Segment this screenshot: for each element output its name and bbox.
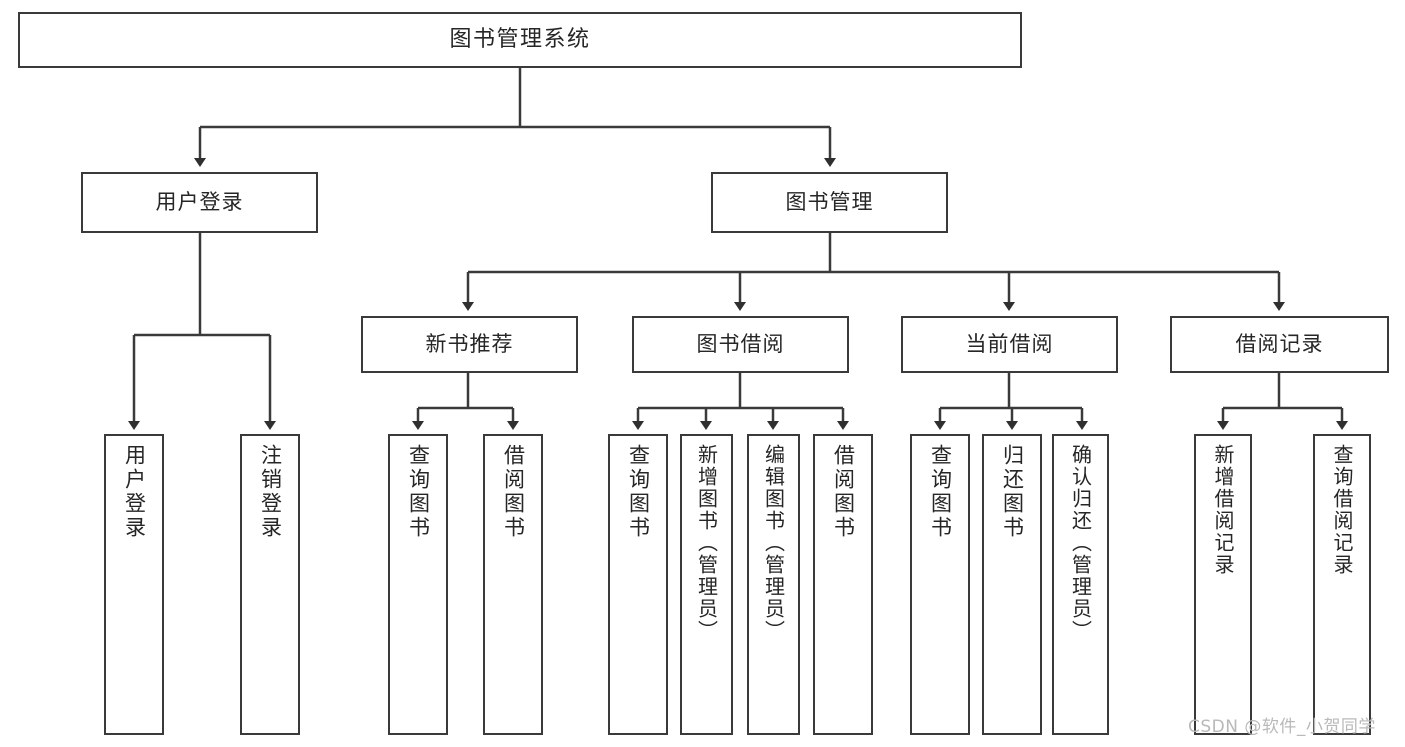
node-leaf-borrow-book[interactable]: 借阅图书: [813, 434, 873, 735]
node-label: 新增图书（管理员）: [694, 444, 719, 642]
node-leaf-query-book-borrow[interactable]: 查询图书: [608, 434, 668, 735]
node-label: 查询图书: [626, 444, 651, 540]
node-label: 用户登录: [155, 190, 244, 215]
node-leaf-edit-book-admin[interactable]: 编辑图书（管理员）: [747, 434, 800, 735]
node-leaf-borrow-book-recommend[interactable]: 借阅图书: [483, 434, 543, 735]
node-label: 图书管理系统: [449, 27, 591, 53]
node-label: 查询借阅记录: [1330, 444, 1354, 576]
node-leaf-query-borrow-record[interactable]: 查询借阅记录: [1313, 434, 1371, 735]
node-label: 查询图书: [928, 444, 953, 540]
node-label: 归还图书: [1000, 444, 1025, 540]
node-label: 查询图书: [406, 444, 431, 540]
node-label: 确认归还（管理员）: [1068, 444, 1093, 642]
node-label: 图书管理: [785, 190, 874, 215]
node-label: 编辑图书（管理员）: [761, 444, 786, 642]
node-root-system[interactable]: 图书管理系统: [18, 12, 1022, 68]
node-label: 借阅记录: [1235, 332, 1324, 357]
node-label: 新增借阅记录: [1211, 444, 1235, 576]
node-leaf-return-book[interactable]: 归还图书: [982, 434, 1042, 735]
node-label: 借阅图书: [831, 444, 856, 540]
watermark: CSDN @软件_小贺同学: [1188, 717, 1376, 737]
node-user-login[interactable]: 用户登录: [81, 172, 318, 233]
node-leaf-confirm-return-admin[interactable]: 确认归还（管理员）: [1052, 434, 1109, 735]
node-label: 借阅图书: [501, 444, 526, 540]
node-label: 用户登录: [122, 444, 147, 540]
node-leaf-add-book-admin[interactable]: 新增图书（管理员）: [680, 434, 733, 735]
node-leaf-user-login[interactable]: 用户登录: [104, 434, 164, 735]
node-label: 新书推荐: [425, 332, 514, 357]
node-book-borrow[interactable]: 图书借阅: [632, 316, 849, 373]
node-book-management[interactable]: 图书管理: [711, 172, 948, 233]
node-leaf-query-book-recommend[interactable]: 查询图书: [388, 434, 448, 735]
node-leaf-logout[interactable]: 注销登录: [240, 434, 300, 735]
node-borrow-record[interactable]: 借阅记录: [1170, 316, 1389, 373]
node-leaf-add-borrow-record[interactable]: 新增借阅记录: [1194, 434, 1252, 735]
node-leaf-query-book-current[interactable]: 查询图书: [910, 434, 970, 735]
node-label: 注销登录: [258, 444, 283, 540]
node-label: 图书借阅: [696, 332, 785, 357]
node-new-book-recommend[interactable]: 新书推荐: [361, 316, 578, 373]
node-current-borrow[interactable]: 当前借阅: [901, 316, 1118, 373]
node-label: 当前借阅: [965, 332, 1054, 357]
